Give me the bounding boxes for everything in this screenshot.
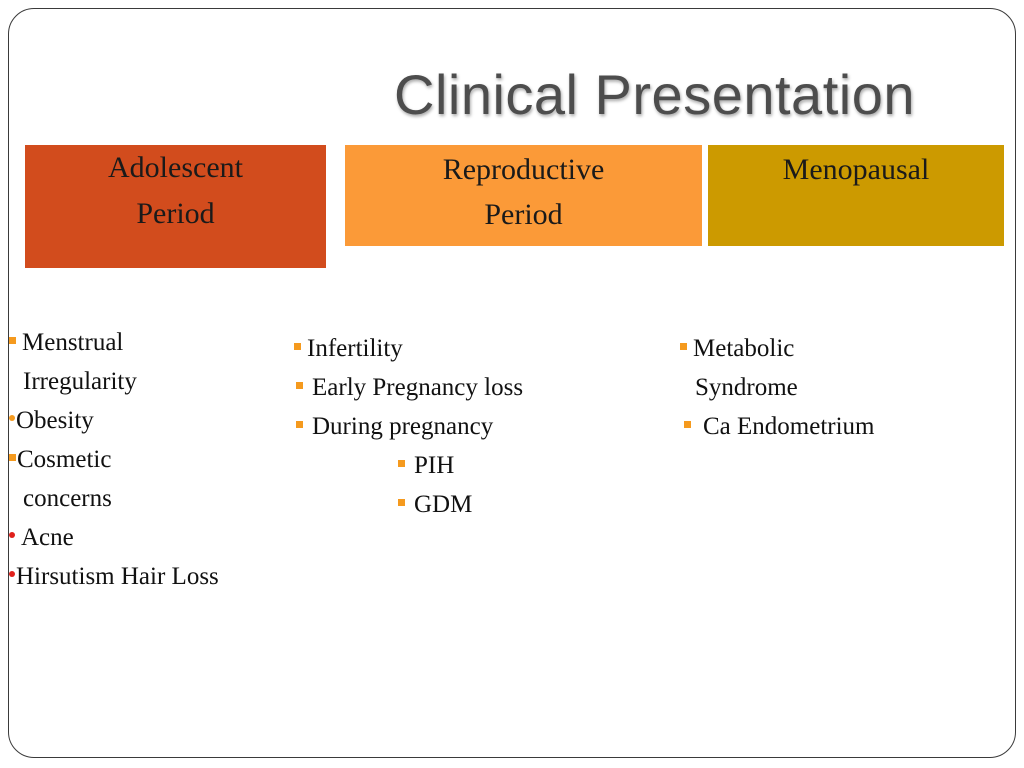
reproductive-list: Infertility Early Pregnancy loss During …: [294, 329, 523, 524]
list-item-text: Obesity: [16, 407, 94, 434]
list-item-text: Ca Endometrium: [703, 413, 875, 440]
square-bullet-icon: [684, 420, 691, 428]
header-reproductive-line-2: Period: [484, 198, 563, 231]
list-item-text: Infertility: [307, 335, 403, 362]
list-item: Obesity: [9, 401, 219, 440]
square-bullet-icon: [398, 498, 405, 506]
header-adolescent-line-2: Period: [136, 197, 215, 230]
list-item-text: Early Pregnancy loss: [312, 374, 524, 401]
header-box-adolescent: Adolescent Period: [25, 145, 326, 268]
list-item: Early Pregnancy loss: [294, 368, 523, 407]
square-bullet-icon: [398, 459, 405, 467]
list-item: Syndrome: [680, 368, 875, 407]
square-bullet-icon: [9, 336, 16, 344]
list-item-text: Menstrual: [22, 329, 124, 356]
list-item-text: Irregularity: [23, 368, 137, 395]
list-item: Menstrual: [9, 323, 219, 362]
list-item-text: Hirsutism Hair Loss: [16, 563, 219, 590]
menopausal-list: Metabolic Syndrome Ca Endometrium: [680, 329, 875, 446]
square-bullet-icon: [296, 420, 303, 428]
header-menopausal-line-1: Menopausal: [782, 153, 930, 186]
list-item: Metabolic: [680, 329, 875, 368]
header-box-reproductive: Reproductive Period: [345, 145, 702, 246]
list-item: concerns: [9, 479, 219, 518]
list-item: Hirsutism Hair Loss: [9, 557, 219, 596]
list-item: Irregularity: [9, 362, 219, 401]
square-bullet-icon: [680, 342, 687, 350]
list-item: PIH: [294, 446, 523, 485]
adolescent-list: Menstrual Irregularity Obesity Cosmetic …: [9, 323, 219, 596]
slide-title: Clinical Presentation: [394, 63, 915, 126]
dot-bullet-icon: [9, 415, 15, 422]
square-bullet-icon: [296, 381, 303, 389]
list-item: Ca Endometrium: [680, 407, 875, 446]
list-item-text: Metabolic: [693, 335, 795, 362]
header-box-menopausal: Menopausal: [708, 145, 1004, 246]
list-item: Acne: [9, 518, 219, 557]
header-adolescent-line-1: Adolescent: [108, 151, 243, 184]
list-item-text: Syndrome: [695, 374, 798, 401]
list-item: Cosmetic: [9, 440, 219, 479]
list-item: GDM: [294, 485, 523, 524]
dot-bullet-icon: [9, 571, 15, 578]
square-bullet-icon: [294, 342, 301, 350]
list-item-text: GDM: [414, 491, 473, 518]
list-item-text: During pregnancy: [312, 413, 494, 440]
list-item: Infertility: [294, 329, 523, 368]
list-item-text: Acne: [21, 524, 74, 551]
list-item-text: Cosmetic: [17, 446, 112, 473]
square-bullet-icon: [9, 453, 16, 461]
list-item-text: concerns: [23, 485, 112, 512]
slide-frame: [8, 8, 1016, 758]
list-item-text: PIH: [414, 452, 455, 479]
list-item: During pregnancy: [294, 407, 523, 446]
dot-bullet-icon: [9, 532, 15, 539]
header-reproductive-line-1: Reproductive: [442, 153, 605, 186]
